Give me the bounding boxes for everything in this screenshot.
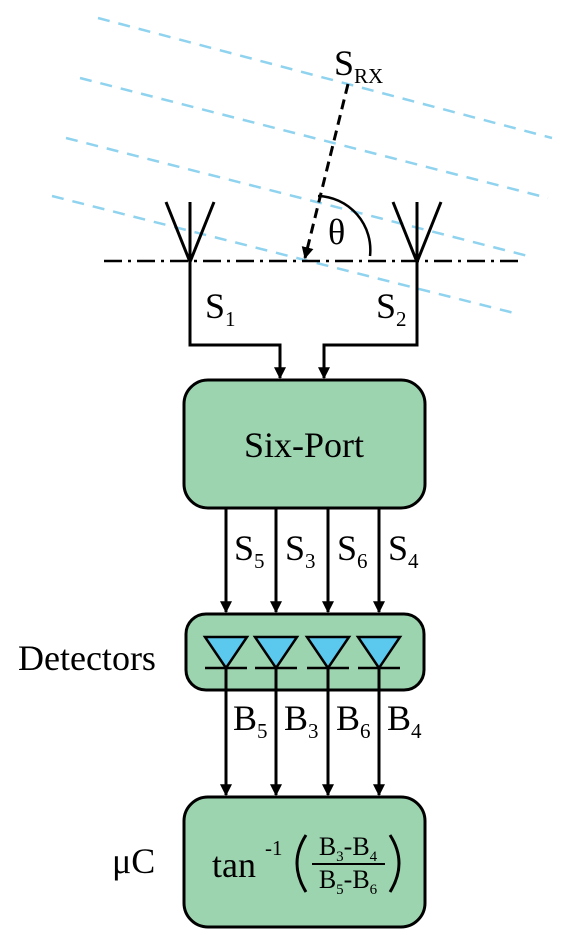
s3-label: S3 [285,528,316,573]
incoming-signal-arrow [301,83,350,260]
b5-label: B5 [233,698,268,743]
wavefronts [51,16,553,316]
b3-label: B3 [284,698,319,743]
feed-line-s2 [318,262,419,380]
six-port-title: Six-Port [244,425,364,465]
formula-denominator: B5-B6 [319,865,378,898]
antenna-right-icon [391,201,443,263]
angle-label: θ [328,212,345,252]
wavefront-line [97,16,553,140]
wavefront-line [51,194,519,316]
microcontroller-block [182,795,427,929]
antenna-left-icon [164,201,216,263]
incoming-signal-label: SRX [334,43,383,88]
s4-label: S4 [388,528,419,573]
wavefront-line [65,136,529,258]
detectors-label: Detectors [18,638,156,678]
formula-func: tan [212,845,256,885]
formula-numerator: B3-B4 [319,832,378,865]
b6-label: B6 [336,698,371,743]
arctan-formula: tan -1 B3-B4 B5-B6 [212,832,401,898]
s6-label: S6 [337,528,368,573]
feed-line-s1 [188,262,286,380]
six-port-block [182,378,427,510]
right-paren [388,834,401,893]
microcontroller-label: μC [112,841,155,881]
formula-exponent: -1 [265,836,283,860]
left-paren [295,834,308,893]
wavefront-line [79,76,549,200]
angle-arc [317,194,372,257]
b4-label: B4 [387,698,422,743]
s1-label: S1 [205,286,236,331]
s5-label: S5 [234,528,265,573]
detectors-block [184,612,426,692]
s2-label: S2 [376,286,407,331]
